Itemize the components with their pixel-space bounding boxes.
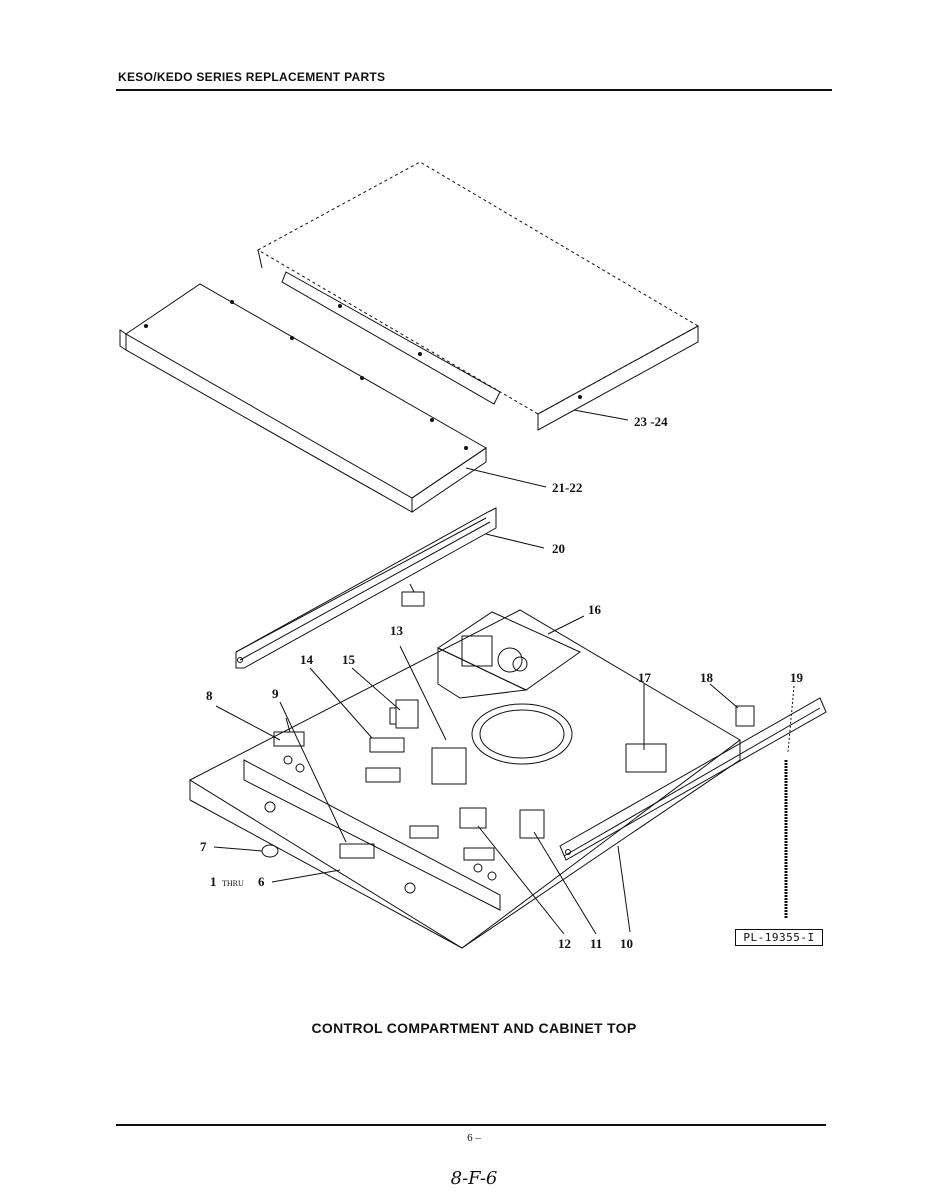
fan-motor-assembly	[436, 611, 582, 699]
terminal-block-9	[339, 767, 401, 859]
callout-19: 19	[790, 670, 804, 685]
switch-11	[519, 809, 545, 839]
callout-14: 14	[300, 652, 314, 667]
footer-rule	[116, 1124, 826, 1126]
side-rail	[559, 697, 827, 861]
drawing-number: PL-19355-I	[743, 931, 815, 944]
callout-11: 11	[590, 936, 602, 951]
callout-13: 13	[390, 623, 404, 638]
drawing-number-box: PL-19355-I	[735, 929, 823, 946]
callout-6: 6	[258, 874, 265, 889]
callout-8: 8	[206, 688, 213, 703]
leader-lines	[213, 409, 795, 935]
connector	[409, 825, 495, 861]
terminal-block-14	[369, 737, 405, 753]
callout-20: 20	[552, 541, 565, 556]
handwritten-note: 8-F-6	[450, 1168, 498, 1189]
page-header-title: KESO/KEDO SERIES REPLACEMENT PARTS	[118, 70, 386, 84]
bracket-18	[735, 705, 755, 727]
callout-17: 17	[638, 670, 652, 685]
callout-7: 7	[200, 839, 207, 854]
callout-15: 15	[342, 652, 356, 667]
front-rail	[235, 507, 497, 669]
component-12	[459, 807, 487, 829]
callout-10: 10	[620, 936, 633, 951]
callout-12: 12	[558, 936, 571, 951]
figure-caption: CONTROL COMPARTMENT AND CABINET TOP	[311, 1020, 637, 1036]
cabinet-top-panel	[256, 161, 700, 431]
small-bracket	[401, 583, 425, 607]
callout-9: 9	[272, 686, 279, 701]
callout-18: 18	[700, 670, 714, 685]
callout-23-24: 23 -24	[634, 414, 668, 429]
terminal-block-17	[625, 743, 667, 773]
page-number: 6 –	[467, 1132, 481, 1144]
header-rule	[116, 89, 832, 91]
callout-16: 16	[588, 602, 602, 617]
callout-1: 1	[210, 874, 217, 889]
control-compartment-base	[188, 609, 741, 949]
callout-21-22: 21-22	[552, 480, 582, 495]
callout-thru: THRU	[222, 879, 244, 888]
knob-7	[261, 844, 279, 858]
relay-13	[431, 747, 467, 785]
bracket-8	[273, 717, 305, 747]
transformer-15	[389, 699, 419, 729]
top-side-panel	[119, 283, 487, 513]
